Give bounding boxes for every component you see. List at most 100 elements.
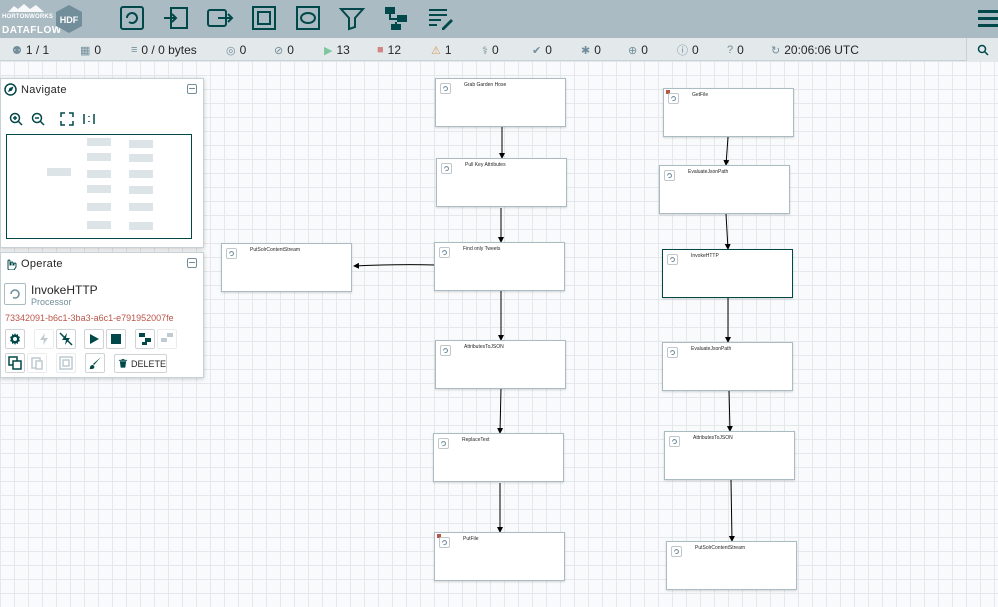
- sync-failure-count: 0: [737, 43, 744, 57]
- processor-name: EvaluateJsonPath: [688, 169, 729, 175]
- enable-button[interactable]: [34, 329, 54, 349]
- funnel-icon[interactable]: [338, 4, 366, 32]
- search-button[interactable]: [966, 38, 998, 61]
- processor-name: InvokeHTTP: [691, 253, 719, 259]
- up-to-date-status: ✔ 0: [532, 42, 552, 58]
- delete-button[interactable]: DELETE: [114, 354, 167, 373]
- create-template-button[interactable]: [135, 329, 155, 349]
- input-port-icon[interactable]: [162, 4, 190, 32]
- actual-size-icon[interactable]: [82, 112, 96, 126]
- search-icon[interactable]: [977, 44, 989, 56]
- processor-evaluate-json-path-2[interactable]: EvaluateJsonPath: [662, 342, 793, 391]
- paintbrush-icon[interactable]: [88, 356, 102, 370]
- fit-icon[interactable]: [60, 112, 74, 126]
- processor-icon: [439, 537, 450, 548]
- processor-icon[interactable]: [118, 4, 146, 32]
- birdseye-component: [87, 203, 111, 211]
- flash-icon[interactable]: [37, 332, 51, 346]
- zoom-out-icon[interactable]: [31, 112, 45, 126]
- zoom-out-button[interactable]: [28, 109, 48, 129]
- disable-button[interactable]: [56, 329, 76, 349]
- birdseye-component: [129, 140, 153, 148]
- zoom-in-icon[interactable]: [9, 112, 23, 126]
- processor-name: AttributesToJSON: [464, 344, 504, 350]
- template-icon[interactable]: [138, 332, 152, 346]
- upload-template-icon[interactable]: [160, 332, 174, 346]
- selected-component-id: 73342091-b6c1-3ba3-a6c1-e791952007fe: [5, 313, 174, 323]
- refresh-status[interactable]: ↻ 20:06:06 UTC: [771, 42, 859, 58]
- navigate-collapse-icon[interactable]: [187, 84, 197, 94]
- global-menu-icon[interactable]: [976, 8, 998, 28]
- process-group-icon[interactable]: [250, 4, 278, 32]
- processor-put-file[interactable]: PutFile: [434, 532, 565, 581]
- birdseye-component: [47, 168, 71, 176]
- birdseye-component: [87, 170, 111, 178]
- gear-icon[interactable]: [8, 332, 22, 346]
- start-button[interactable]: [84, 329, 104, 349]
- processor-pull-key-attributes[interactable]: Pull Key Attributes: [436, 158, 567, 207]
- processor-name: EvaluateJsonPath: [691, 346, 732, 352]
- birdseye-component: [87, 153, 111, 161]
- locally-modified-stale-count: 0: [692, 43, 699, 57]
- copy-button[interactable]: [5, 353, 25, 373]
- flow-status-bar: ⚉ 1 / 1 ▦ 0 ≡ 0 / 0 bytes ◎ 0 ⊘ 0 ▶ 13 ■…: [0, 38, 998, 61]
- processor-icon: [667, 347, 678, 358]
- processor-grab-garden-hose[interactable]: Grab Garden Hose: [435, 78, 566, 127]
- birdseye-component: [129, 186, 153, 194]
- template-icon[interactable]: [382, 4, 410, 32]
- transmitting-count: 0: [94, 43, 102, 57]
- stop-button[interactable]: [106, 329, 126, 349]
- processor-put-solr-content-stream-2[interactable]: PutSolrContentStream: [666, 541, 797, 590]
- processor-icon: [441, 163, 452, 174]
- group-button[interactable]: [56, 353, 76, 373]
- processor-invoke-http[interactable]: InvokeHTTP: [662, 249, 793, 298]
- trash-icon[interactable]: [118, 358, 128, 369]
- play-icon: ▶: [324, 44, 333, 57]
- zoom-in-button[interactable]: [6, 109, 26, 129]
- not-transmitting-icon: ⊘: [274, 44, 284, 57]
- disable-icon[interactable]: [59, 332, 73, 346]
- running-status: ▶ 13: [324, 42, 350, 58]
- processor-evaluate-json-path-1[interactable]: EvaluateJsonPath: [659, 165, 790, 214]
- operate-collapse-icon[interactable]: [187, 258, 197, 268]
- processor-get-file[interactable]: GetFile: [663, 88, 794, 137]
- upload-template-button[interactable]: [157, 329, 177, 349]
- sync-failure-status: ? 0: [727, 42, 744, 58]
- copy-icon[interactable]: [8, 356, 22, 370]
- output-port-icon[interactable]: [206, 4, 234, 32]
- label-icon[interactable]: [426, 4, 454, 32]
- navigate-title: Navigate: [21, 84, 67, 96]
- navigate-header[interactable]: Navigate: [1, 79, 203, 101]
- play-icon[interactable]: [87, 332, 101, 346]
- configure-button[interactable]: [5, 329, 25, 349]
- paste-icon[interactable]: [30, 356, 44, 370]
- processor-replace-text[interactable]: ReplaceText: [433, 433, 564, 482]
- birdseye-component: [129, 222, 153, 230]
- fit-button[interactable]: [57, 109, 77, 129]
- processor-find-only-tweets[interactable]: Find only Tweets: [434, 242, 565, 291]
- processor-put-solr-content-stream-1[interactable]: PutSolrContentStream: [221, 243, 352, 292]
- bullseye-icon: ◎: [226, 44, 236, 57]
- processor-name: Find only Tweets: [463, 246, 501, 252]
- birdseye-view[interactable]: [6, 134, 192, 239]
- brand-bottom-text: DATAFLOW: [2, 25, 62, 36]
- disabled-count: 0: [491, 43, 499, 57]
- group-icon[interactable]: [59, 356, 73, 370]
- selected-component-type: Processor: [31, 297, 72, 307]
- paste-button[interactable]: [27, 353, 47, 373]
- processor-name: GetFile: [692, 92, 709, 98]
- selected-processor-icon: [4, 283, 26, 305]
- operate-header[interactable]: Operate: [1, 253, 203, 275]
- change-color-button[interactable]: [85, 353, 105, 373]
- birdseye-component: [87, 185, 111, 193]
- processor-attributes-to-json-2[interactable]: AttributesToJSON: [664, 431, 795, 480]
- not-transmitting-status: ⊘ 0: [274, 42, 294, 58]
- birdseye-component: [87, 138, 111, 146]
- remote-process-group-icon[interactable]: [294, 4, 322, 32]
- processor-attributes-to-json-1[interactable]: AttributesToJSON: [435, 340, 566, 389]
- up-to-date-count: 0: [545, 43, 552, 57]
- refresh-icon[interactable]: ↻: [771, 44, 781, 57]
- processor-icon: [438, 438, 449, 449]
- stop-icon[interactable]: [109, 332, 123, 346]
- actual-size-button[interactable]: [79, 109, 99, 129]
